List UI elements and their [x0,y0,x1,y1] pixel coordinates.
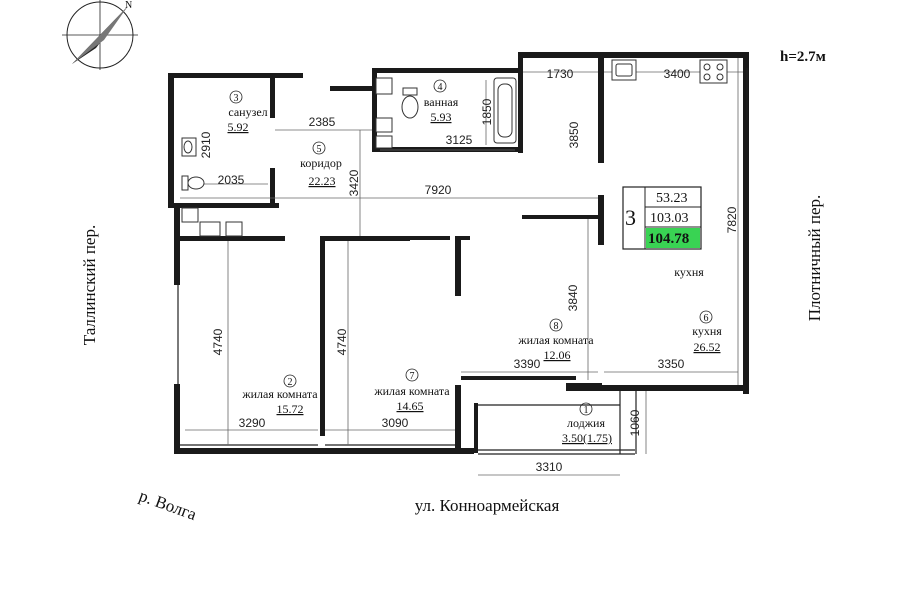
svg-text:5.93: 5.93 [431,110,452,124]
svg-text:2385: 2385 [309,115,336,129]
bathtub-icon [493,77,517,144]
compass-icon: N [62,0,138,70]
svg-text:26.52: 26.52 [694,340,721,354]
svg-text:2: 2 [288,377,293,388]
room-7-label: 7 жилая комната 14.65 [373,368,450,413]
total-area: 103.03 [650,211,689,226]
washbasin-icon [181,137,197,157]
svg-text:3090: 3090 [382,416,409,430]
room-2-label: 2 жилая комната 15.72 [241,374,318,416]
svg-text:3420: 3420 [347,169,361,196]
svg-text:12.06: 12.06 [544,348,571,362]
street-east: Плотничный пер. [805,195,824,321]
room-1-label: 1 лоджия 3.50(1.75) [562,402,612,445]
svg-text:4740: 4740 [211,328,225,355]
rooms-count: 3 [625,205,636,230]
svg-text:жилая комната: жилая комната [241,387,318,401]
svg-text:4740: 4740 [335,328,349,355]
svg-text:кухня: кухня [692,324,722,338]
summary-box: 3 53.23 103.03 104.78 [622,186,702,250]
svg-text:3390: 3390 [514,357,541,371]
svg-text:4: 4 [438,82,443,93]
room-4-label: 4 ванная 5.93 [424,79,459,124]
sink-icon [611,59,637,81]
svg-text:15.72: 15.72 [277,402,304,416]
ventilation-shafts [181,77,393,237]
room-5-label: 5 коридор 22.23 [300,141,342,188]
room-8-label: 8 жилая комната 12.06 [517,318,594,362]
svg-text:5: 5 [317,144,322,155]
toilet-icon [401,87,419,119]
svg-text:3840: 3840 [566,284,580,311]
svg-text:6: 6 [704,313,709,324]
svg-text:2910: 2910 [199,131,213,158]
svg-text:3350: 3350 [658,357,685,371]
street-south: ул. Конноармейская [415,496,560,515]
svg-text:7820: 7820 [725,206,739,233]
svg-text:коридор: коридор [300,156,342,170]
svg-text:1: 1 [584,405,589,416]
svg-text:3310: 3310 [536,460,563,474]
toilet-icon [181,175,205,191]
svg-text:жилая комната: жилая комната [517,333,594,347]
svg-text:1060: 1060 [628,409,642,436]
svg-text:22.23: 22.23 [309,174,336,188]
svg-text:жилая комната: жилая комната [373,384,450,398]
svg-text:лоджия: лоджия [567,416,605,430]
svg-text:3850: 3850 [567,121,581,148]
kitchen-extra-label: кухня [674,265,704,279]
outer-walls [168,52,749,454]
svg-text:N: N [125,0,132,11]
svg-text:3.50(1.75): 3.50(1.75) [562,431,612,445]
svg-text:ванная: ванная [424,95,459,109]
street-west: Таллинский пер. [80,225,99,345]
room-6-label: 6 кухня 26.52 [692,310,722,354]
svg-text:3290: 3290 [239,416,266,430]
svg-text:3125: 3125 [446,133,473,147]
dimension-lines [180,58,743,476]
svg-text:7: 7 [410,371,415,382]
river-label: р. Волга [137,486,200,524]
dimension-labels: 1730 3400 2385 3125 2035 7920 3390 3350 … [199,67,739,474]
ceiling-height: h=2.7м [780,49,826,65]
stove-icon [699,59,728,84]
svg-text:1850: 1850 [480,98,494,125]
windows [177,68,748,455]
room-3-label: 3 санузел 5.92 [228,90,268,134]
svg-text:14.65: 14.65 [397,399,424,413]
svg-text:7920: 7920 [425,183,452,197]
svg-text:санузел: санузел [228,105,267,119]
living-area: 53.23 [656,191,688,206]
svg-text:1730: 1730 [547,67,574,81]
svg-text:2035: 2035 [218,173,245,187]
total-area-with-loggia: 104.78 [648,231,689,247]
svg-text:8: 8 [554,321,559,332]
svg-text:3400: 3400 [664,67,691,81]
svg-text:5.92: 5.92 [228,120,249,134]
svg-text:3: 3 [234,93,239,104]
